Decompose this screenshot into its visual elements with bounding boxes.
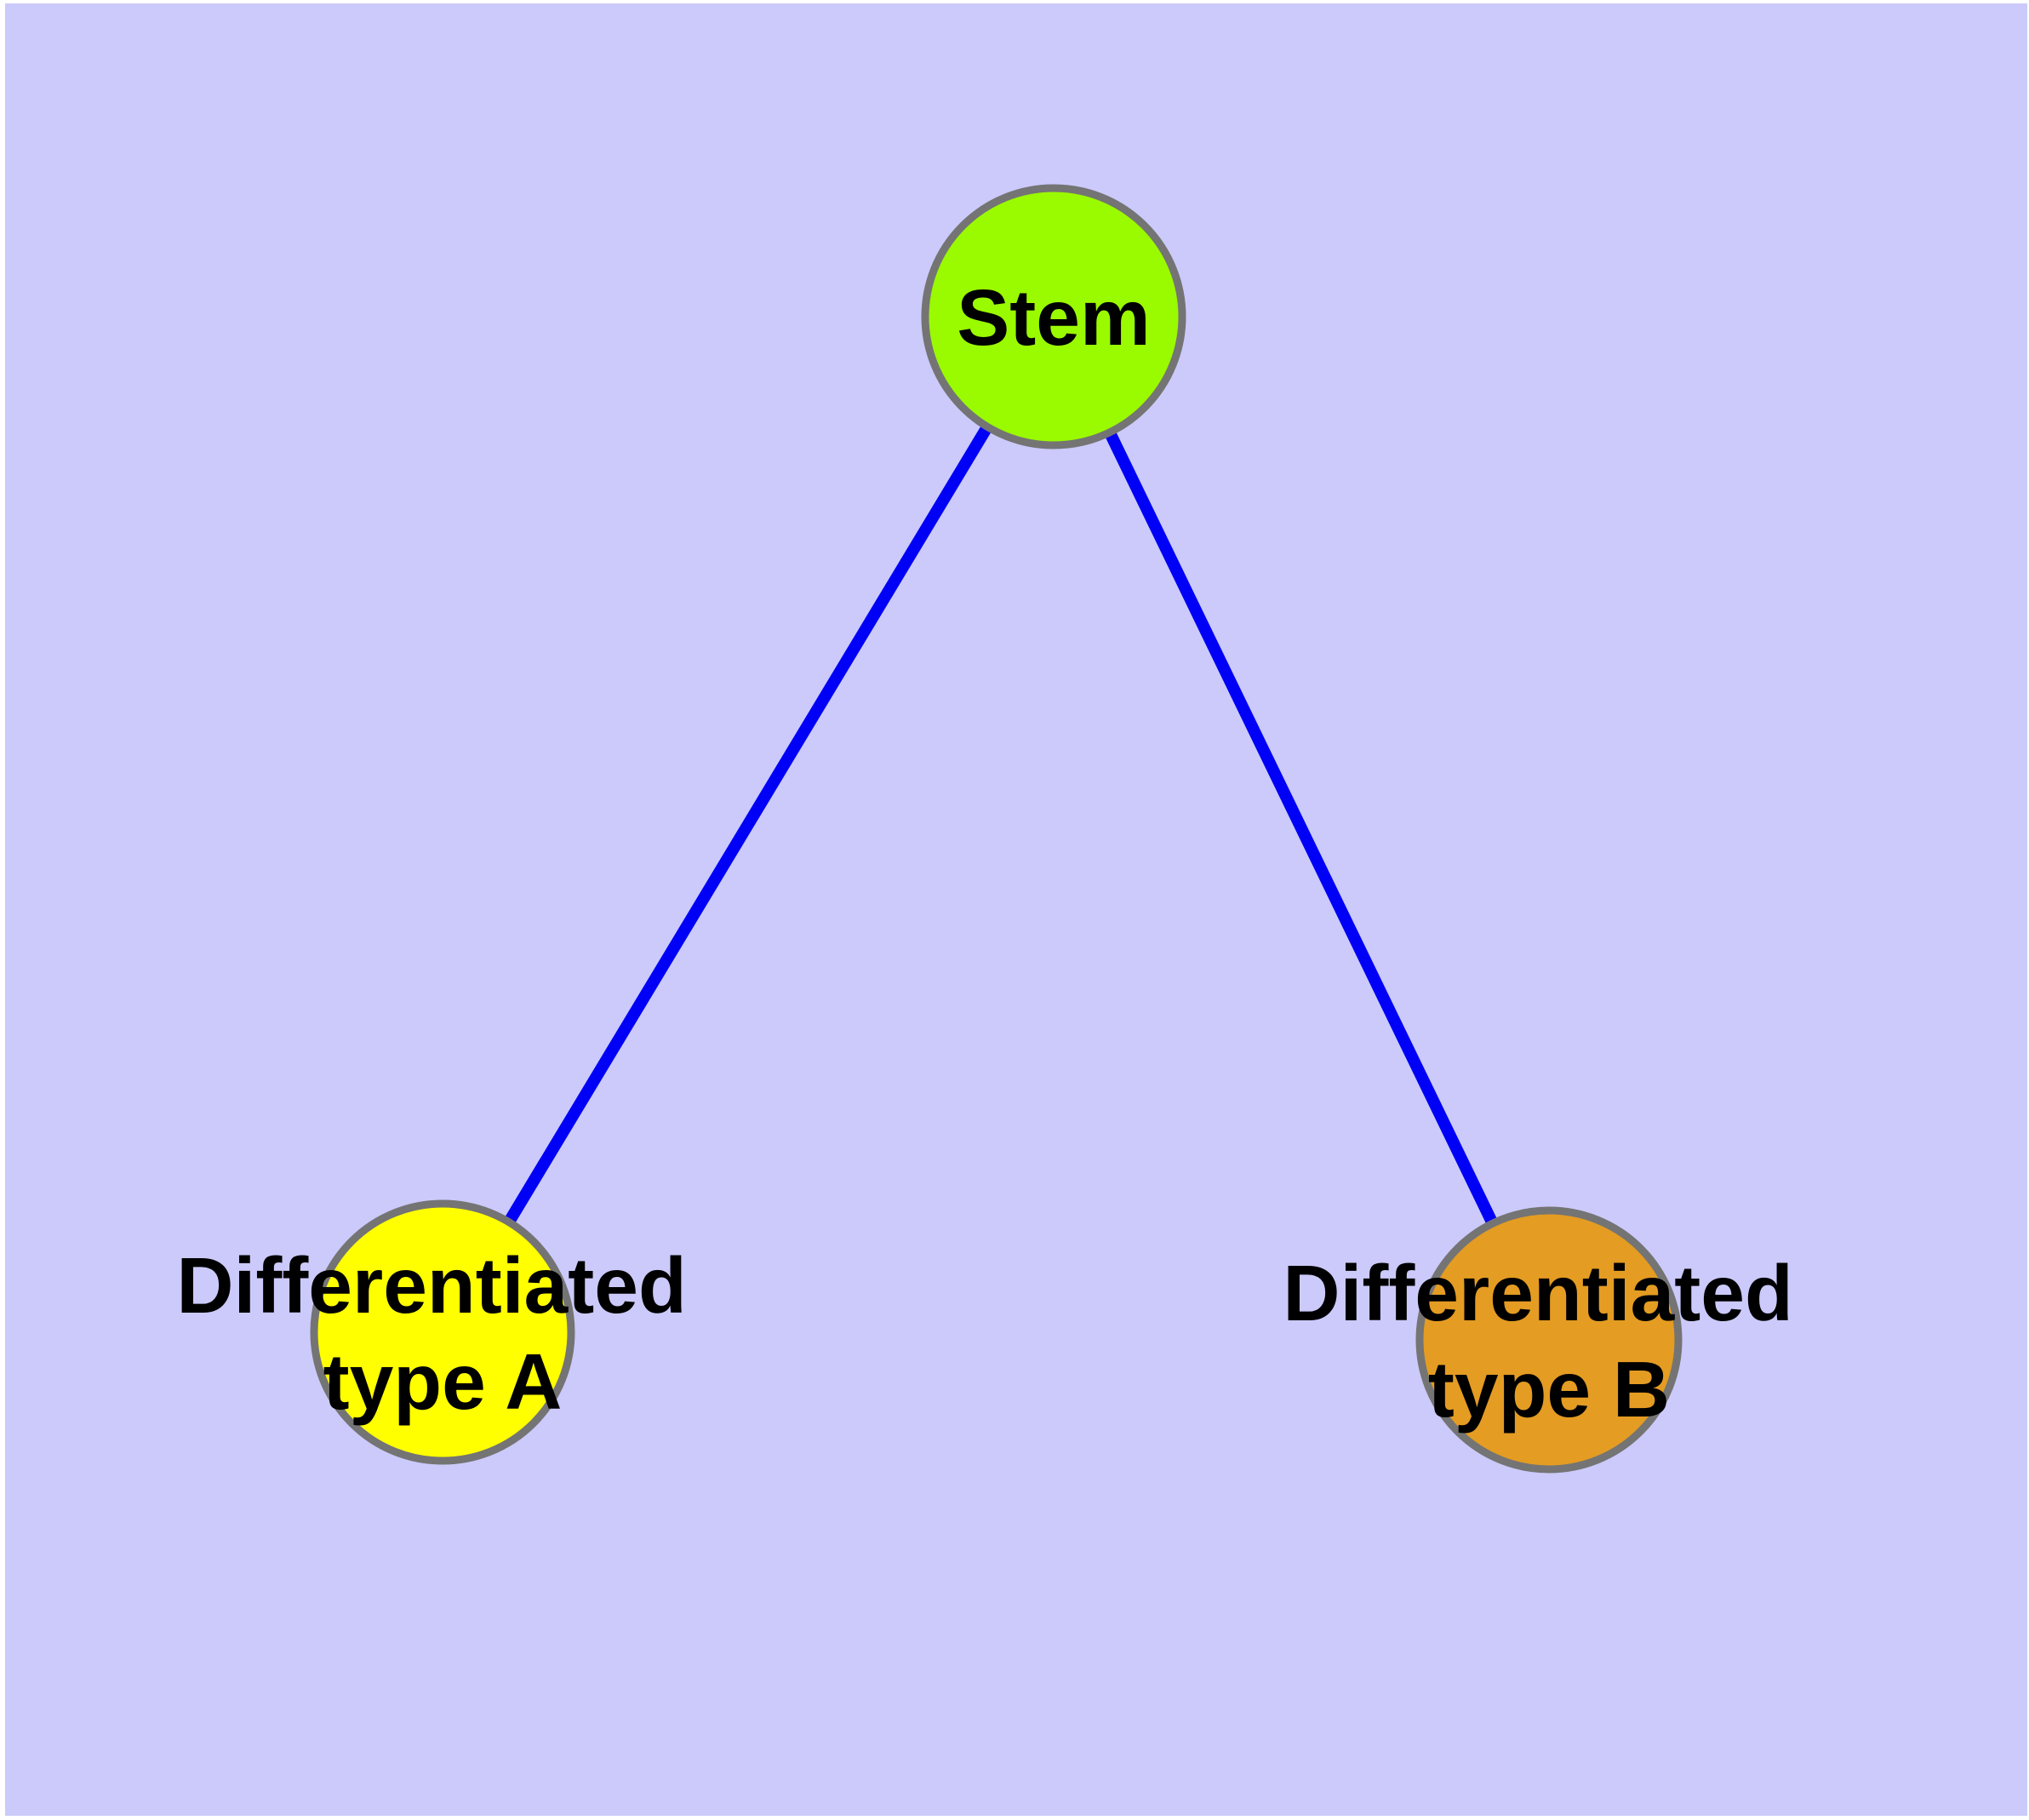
node-type-a-circle: [310, 1199, 575, 1465]
node-type-b-label-line1: Differentiated: [1283, 1249, 1792, 1337]
edge-stem-to-type-a: [437, 313, 1059, 1336]
node-type-a-label-line1: Differentiated: [176, 1241, 686, 1330]
edge-stem-to-type-b: [1048, 313, 1555, 1343]
node-type-b-label-line2: type B: [1428, 1345, 1670, 1434]
node-type-a-label-line2: type A: [323, 1337, 563, 1426]
node-stem-circle: [921, 184, 1186, 449]
node-type-a-label: Differentiated type A: [176, 1241, 708, 1426]
node-stem-label: Stem: [957, 273, 1150, 362]
node-type-b-label: Differentiated type B: [1283, 1249, 1815, 1434]
node-stem: Stem: [921, 184, 1186, 449]
node-type-b-circle: [1415, 1206, 1683, 1474]
node-differentiated-type-a: Differentiated type A: [176, 1199, 708, 1465]
node-stem-label-text: Stem: [957, 273, 1150, 362]
node-differentiated-type-b: Differentiated type B: [1283, 1206, 1815, 1474]
edge-group: [437, 313, 1555, 1343]
